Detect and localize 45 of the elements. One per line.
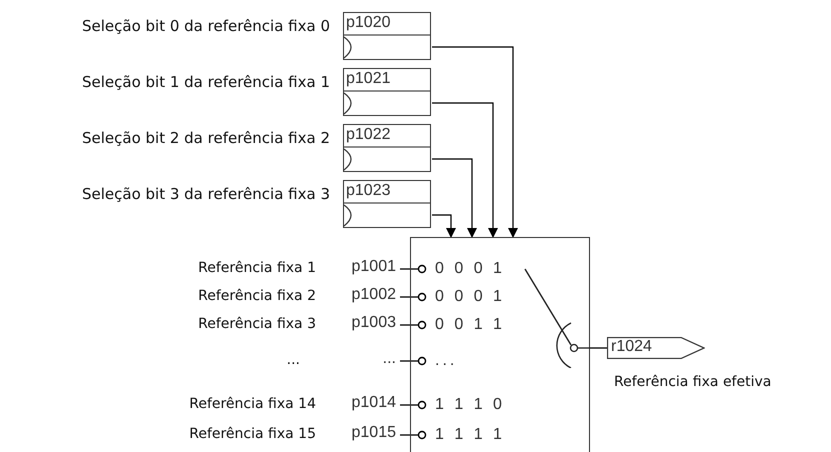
- connector-line: [400, 264, 426, 274]
- signal-label: Referência fixa 1: [198, 260, 316, 276]
- ellipsis: ...: [286, 352, 300, 368]
- parameter-box: [343, 180, 431, 228]
- arrow: [432, 158, 477, 238]
- parameter-number: p1014: [352, 394, 396, 412]
- bit-pattern: 0 0 0 1: [435, 260, 505, 278]
- signal-label: Referência fixa 3: [198, 316, 316, 332]
- signal-label: Referência fixa 15: [189, 426, 316, 442]
- signal-label: Seleção bit 3 da referência fixa 3: [82, 185, 330, 203]
- bit-pattern: 1 1 1 0: [435, 396, 505, 414]
- signal-label: Seleção bit 2 da referência fixa 2: [82, 129, 330, 147]
- parameter-box: [343, 12, 431, 60]
- connector-line: [400, 292, 426, 302]
- parameter-number: p1015: [352, 424, 396, 442]
- parameter-number: p1023: [346, 182, 390, 200]
- connector-line: [400, 320, 426, 330]
- parameter-number: p1021: [346, 70, 390, 88]
- bit-pattern: 0 0 0 1: [435, 288, 505, 306]
- arrow: [432, 102, 498, 238]
- connector-line: [590, 347, 607, 349]
- bit-pattern: 0 0 1 1: [435, 316, 505, 334]
- parameter-number: p1002: [352, 286, 396, 304]
- arrow: [432, 214, 456, 238]
- parameter-number: r1024: [611, 338, 652, 356]
- arrow: [432, 46, 518, 238]
- selector-block: [410, 237, 590, 452]
- signal-label: Referência fixa 2: [198, 288, 316, 304]
- bit-pattern: ...: [435, 352, 458, 370]
- parameter-number: p1022: [346, 126, 390, 144]
- parameter-box: [343, 68, 431, 116]
- signal-label: Seleção bit 1 da referência fixa 1: [82, 73, 330, 91]
- signal-label: Seleção bit 0 da referência fixa 0: [82, 17, 330, 35]
- parameter-number: p1020: [346, 14, 390, 32]
- connector-line: [400, 430, 426, 440]
- parameter-number: p1003: [352, 314, 396, 332]
- signal-label: Referência fixa efetiva: [614, 374, 772, 390]
- connector-line: [400, 356, 426, 366]
- parameter-number: p1001: [352, 258, 396, 276]
- output-connector: [607, 337, 705, 359]
- signal-label: Referência fixa 14: [189, 396, 316, 412]
- bit-pattern: 1 1 1 1: [435, 426, 505, 444]
- parameter-box: [343, 124, 431, 172]
- connector-line: [400, 400, 426, 410]
- ellipsis: ...: [382, 350, 396, 368]
